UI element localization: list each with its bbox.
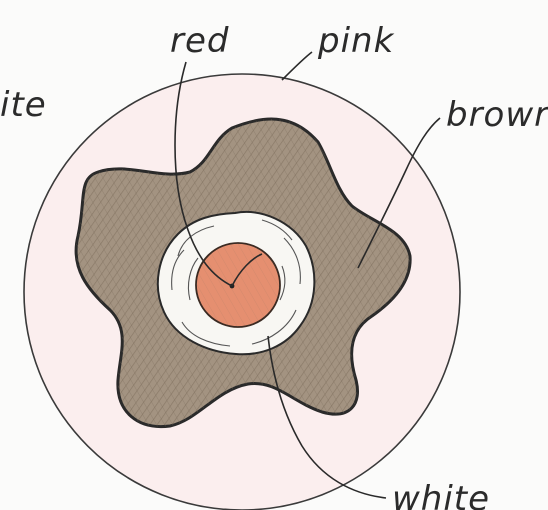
red-texture — [196, 243, 280, 327]
label-white-bottom: white — [392, 479, 490, 510]
label-brown: browr — [446, 95, 548, 135]
label-red: red — [170, 21, 229, 61]
label-pink: pink — [317, 21, 395, 61]
label-white-left: ite — [0, 85, 47, 125]
leader-pink — [282, 52, 312, 80]
